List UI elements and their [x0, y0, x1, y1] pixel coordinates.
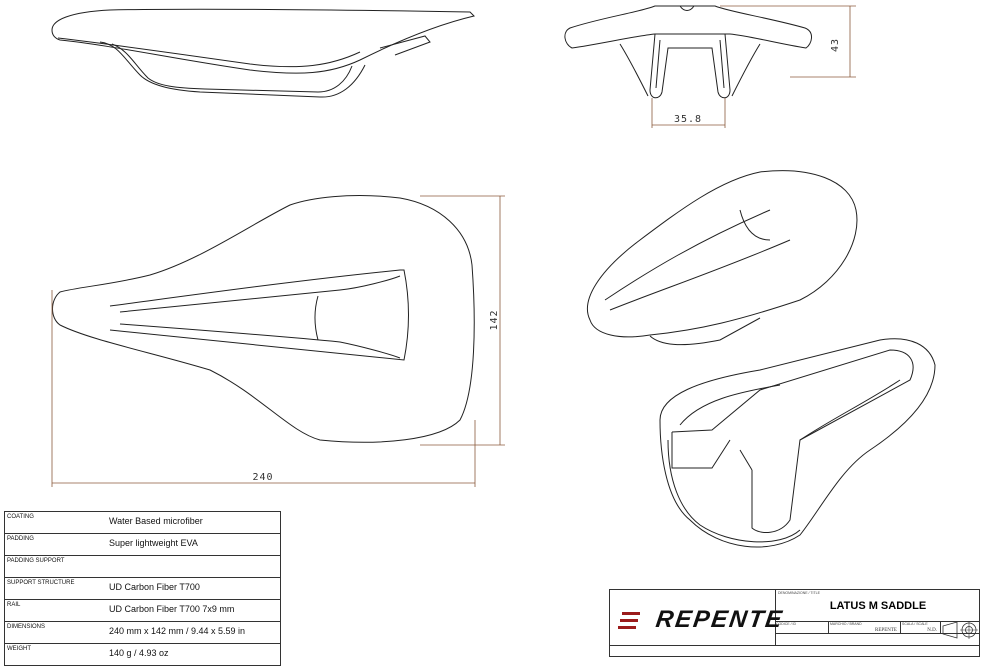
spec-value: Water Based microfiber: [107, 511, 281, 534]
third-angle-projection-icon: [942, 621, 978, 639]
spec-label: SUPPORT STRUCTURE: [4, 577, 107, 600]
spec-row: PADDING SUPPORT: [4, 555, 281, 578]
logo-stripes-icon: [618, 612, 640, 629]
brand-value: REPENTE: [875, 628, 897, 633]
title-block-footer: [610, 645, 979, 657]
title-block: REPENTE DENOMINAZIONE / TITLE LATUS M SA…: [609, 589, 980, 657]
iso-view-bottom: [659, 338, 936, 548]
spec-label: PADDING SUPPORT: [4, 555, 107, 578]
logo-text: REPENTE: [654, 606, 786, 633]
side-view: [51, 8, 475, 98]
spec-label: PADDING: [4, 533, 107, 556]
dimension-rail-width: 35.8: [674, 114, 702, 125]
spec-value: 140 g / 4.93 oz: [107, 643, 281, 666]
code-cell: CODICE / ID: [775, 622, 829, 633]
dimension-height: 43: [830, 38, 841, 52]
scale-cell: SCALA / SCALE N.D.: [901, 622, 941, 633]
rear-view: [564, 5, 812, 99]
dimension-width: 142: [489, 309, 500, 330]
drawing-title: LATUS M SADDLE: [829, 600, 927, 612]
title-block-info-row: CODICE / ID MARCHIO / BRAND REPENTE SCALA…: [775, 621, 979, 634]
spec-value: UD Carbon Fiber T700 7x9 mm: [107, 599, 281, 622]
spec-label: RAIL: [4, 599, 107, 622]
brand-logo: REPENTE: [610, 590, 785, 645]
title-label: DENOMINAZIONE / TITLE: [778, 591, 820, 595]
spec-label: DIMENSIONS: [4, 621, 107, 644]
code-label: CODICE / ID: [776, 622, 797, 626]
spec-value: [107, 555, 281, 578]
spec-value: Super lightweight EVA: [107, 533, 281, 556]
spec-value: UD Carbon Fiber T700: [107, 577, 281, 600]
spec-value: 240 mm x 142 mm / 9.44 x 5.59 in: [107, 621, 281, 644]
spec-label: COATING: [4, 511, 107, 534]
top-view: [52, 195, 475, 443]
scale-label: SCALA / SCALE: [902, 622, 928, 626]
dimension-length: 240: [252, 472, 273, 483]
iso-view-top: [586, 170, 858, 346]
brand-cell: MARCHIO / BRAND REPENTE: [829, 622, 901, 633]
spec-label: WEIGHT: [4, 643, 107, 666]
brand-label: MARCHIO / BRAND: [830, 622, 862, 626]
scale-value: N.D.: [927, 628, 937, 633]
